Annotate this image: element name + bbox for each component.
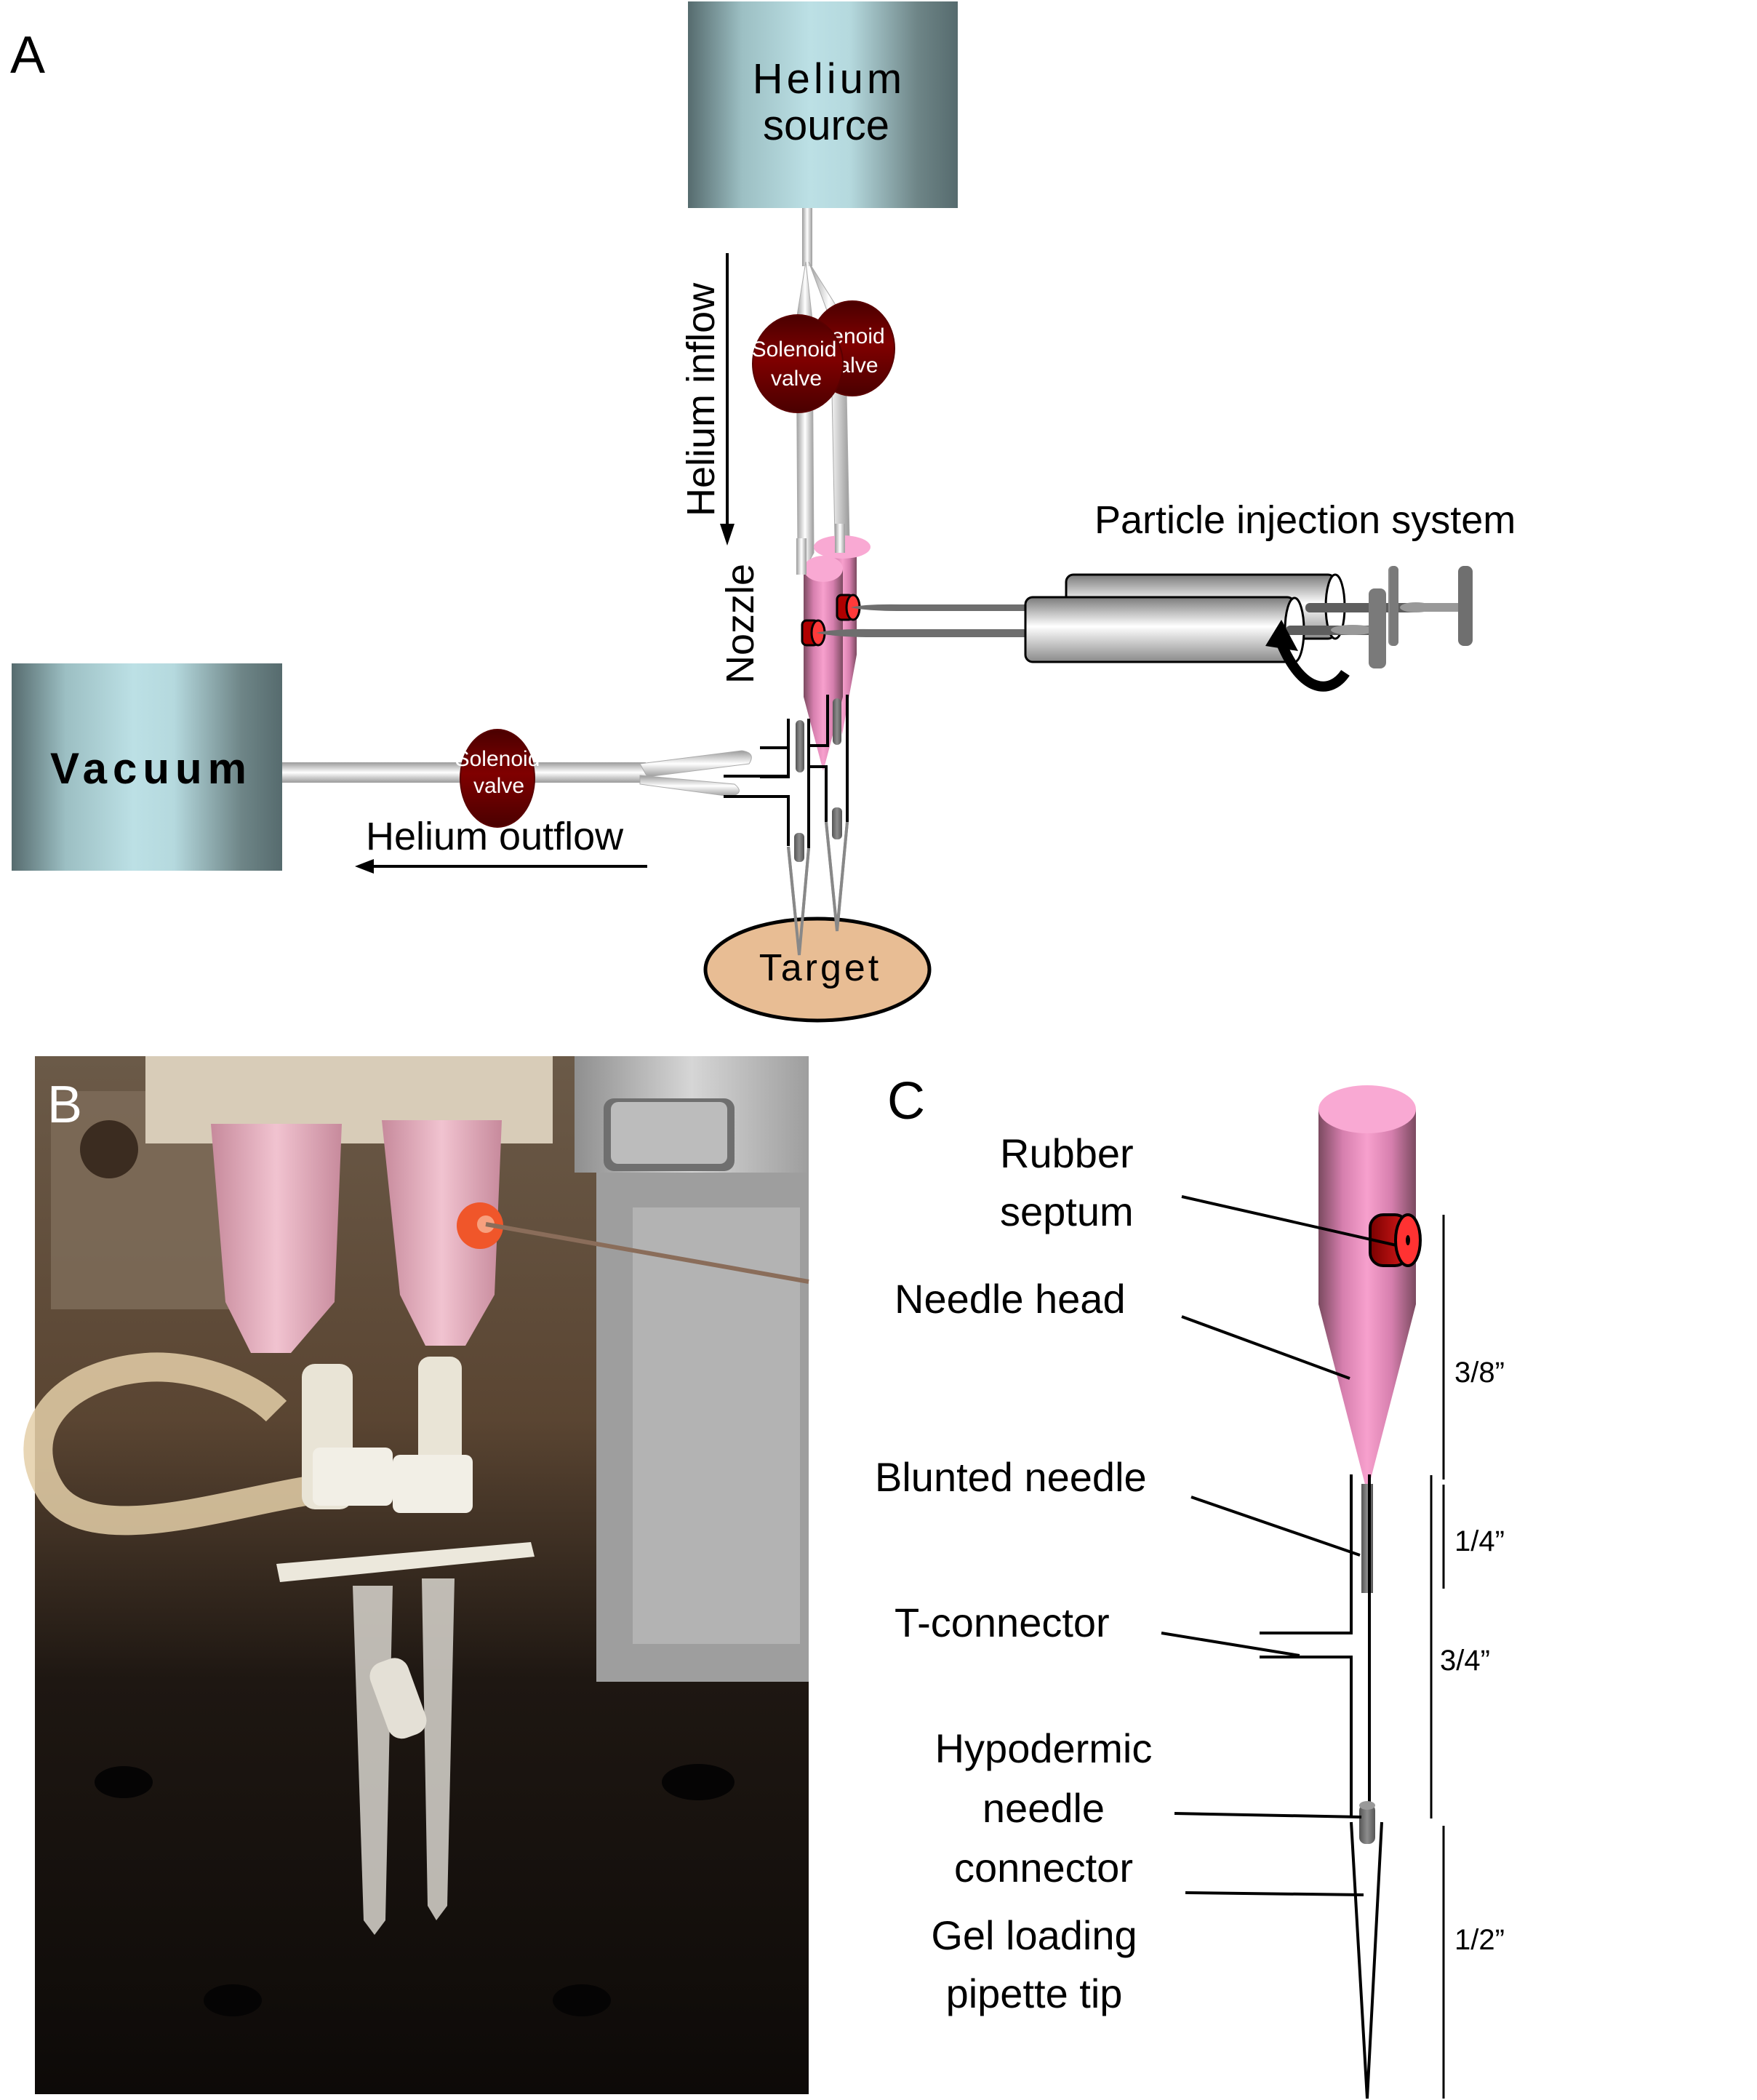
label-rubber-septum-line1: Rubber [1000, 1130, 1134, 1176]
rubber-septum-diagram [1369, 1213, 1422, 1267]
dimension-label-1-2: 1/2” [1454, 1924, 1505, 1956]
label-t-connector: T-connector [894, 1600, 1110, 1645]
solenoid-valve-vacuum-label-line1: Solenoid [455, 747, 540, 771]
callout-line-needle-head [1181, 1315, 1350, 1380]
callout-line-t-connector [1161, 1632, 1300, 1657]
inflow-tube-end-front [796, 538, 807, 575]
helium-inflow-arrow-icon [720, 524, 735, 546]
gel-loading-pipette-tip-diagram [1350, 1821, 1383, 2099]
label-rubber-septum-line2: septum [1000, 1189, 1134, 1234]
particle-injection-system-label: Particle injection system [1094, 498, 1516, 542]
solenoid-valve-vacuum-label-line2: valve [473, 774, 524, 798]
dimension-label-3-4: 3/4” [1440, 1645, 1490, 1677]
blunted-needle-diagram [1361, 1484, 1373, 1593]
label-blunted-needle: Blunted needle [875, 1454, 1147, 1500]
dimension-label-1-4: 1/4” [1454, 1525, 1505, 1557]
solenoid-valve-front: Solenoid valve [752, 314, 844, 413]
t-connector-back [809, 695, 849, 822]
label-gel-tip-line2: pipette tip [946, 1971, 1123, 2016]
helium-inflow-label: Helium inflow [679, 282, 723, 516]
rotation-arrowhead-icon [1265, 620, 1298, 651]
callout-line-blunted-needle [1190, 1496, 1361, 1557]
solenoid-valve-back-label-line1: enoid [831, 324, 884, 348]
nozzle-label: Nozzle [719, 564, 762, 684]
inflow-tube-end-back [835, 524, 845, 553]
hypodermic-needle-connector-diagram [1359, 1801, 1375, 1844]
plunger-front [1286, 588, 1386, 668]
label-hypodermic-line2: needle [982, 1785, 1105, 1831]
target-label: Target [759, 947, 882, 989]
hypodermic-connector-front [794, 833, 804, 862]
needle-head-diagram [1318, 1085, 1416, 1493]
solenoid-valve-back-label-line2: alve [838, 354, 878, 378]
label-needle-head: Needle head [894, 1276, 1126, 1322]
callout-line-gel-tip [1185, 1891, 1364, 1896]
syringe-front [1024, 596, 1305, 663]
target: Target [703, 821, 932, 1023]
solenoid-valve-front-label-line1: Solenoid [752, 338, 837, 362]
hypodermic-connector-back [832, 807, 842, 839]
vacuum-label: Vacuum [50, 744, 252, 793]
injection-needle-front [816, 628, 1033, 637]
t-connector-diagram [1260, 1474, 1371, 1826]
t-connector-front [724, 719, 810, 848]
callout-line-hypodermic [1174, 1812, 1362, 1818]
label-hypodermic-line3: connector [954, 1845, 1133, 1891]
injection-needle-back [851, 604, 1065, 611]
helium-outflow-arrow-icon [355, 859, 374, 874]
panel-a-letter: A [10, 26, 45, 84]
helium-outflow-label: Helium outflow [366, 815, 624, 858]
vacuum-tank: Vacuum [12, 663, 282, 871]
panel-c-letter: C [887, 1072, 925, 1130]
callout-line-rubber-septum [1181, 1195, 1397, 1247]
dimension-label-3-8: 3/8” [1454, 1357, 1505, 1389]
helium-source-tank: Helium source [688, 1, 958, 208]
label-gel-tip-line1: Gel loading [931, 1912, 1137, 1958]
panel-b-photo [23, 1056, 809, 2094]
label-hypodermic-line1: Hypodermic [935, 1725, 1153, 1771]
helium-source-label-line1: Helium [753, 55, 906, 103]
helium-source-label-line2: source [763, 102, 889, 149]
solenoid-valve-front-label-line2: valve [771, 367, 822, 391]
blunted-needle-back [833, 698, 841, 745]
solenoid-valve-vacuum: Solenoid valve [455, 729, 540, 828]
rotation-arrow-icon [1275, 638, 1350, 692]
plunger-far [1407, 566, 1473, 646]
blunted-needle-front [796, 720, 804, 772]
panel-b-letter: B [47, 1076, 82, 1134]
